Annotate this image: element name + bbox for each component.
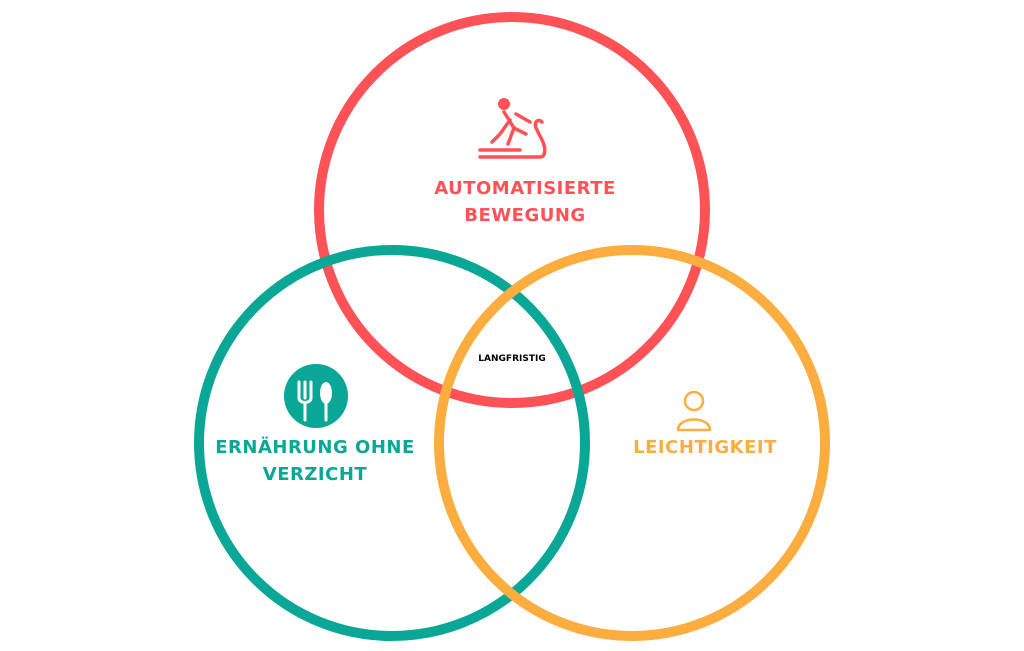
label-line: LEICHTIGKEIT: [633, 437, 777, 458]
treadmill-runner-icon: [478, 98, 547, 159]
label-line: VERZICHT: [262, 464, 368, 485]
label-ernaehrung-ohne-verzicht: ERNÄHRUNG OHNE VERZICHT: [190, 434, 440, 488]
label-automatisierte-bewegung: AUTOMATISIERTE BEWEGUNG: [370, 175, 680, 229]
label-line: AUTOMATISIERTE: [434, 178, 616, 199]
center-label-langfristig: LANGFRISTIG: [478, 354, 546, 364]
circle-teal: [194, 245, 590, 641]
circle-red: [314, 12, 710, 408]
fork-spoon-icon: [284, 364, 348, 428]
label-line: ERNÄHRUNG OHNE: [215, 437, 415, 458]
person-outline-icon: [676, 390, 712, 432]
label-line: BEWEGUNG: [464, 205, 586, 226]
label-leichtigkeit: LEICHTIGKEIT: [590, 434, 820, 461]
circle-orange: [434, 245, 830, 641]
